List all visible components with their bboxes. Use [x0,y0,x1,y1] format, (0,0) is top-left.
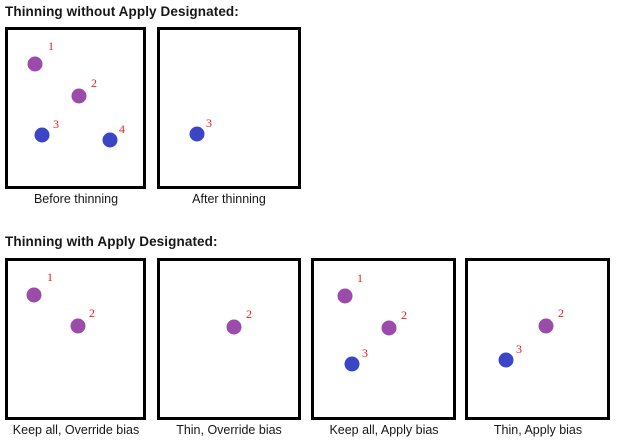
designated-point-dot [70,318,86,334]
panel-canvas [314,261,453,417]
panel-after-thinning [157,27,301,189]
panel-thin-apply-bias [465,258,610,420]
designated-point-dot [538,318,554,334]
point-label: 2 [91,76,97,90]
panel-canvas [8,30,143,186]
panel-thin-override-bias [157,258,301,420]
panel-caption-thin-override-bias: Thin, Override bias [176,423,282,437]
panel-canvas [160,30,298,186]
point-label: 3 [206,116,212,130]
designated-point-dot [226,319,242,335]
normal-point-dot [498,352,514,368]
panel-caption-thin-apply-bias: Thin, Apply bias [493,423,583,437]
panel-canvas [8,261,143,417]
point-label: 1 [47,270,53,284]
panel-caption-keep-all-apply-bias: Keep all, Apply bias [329,423,439,437]
panel-caption-before-thinning: Before thinning [33,192,119,206]
point-label: 1 [357,271,363,285]
point-label: 4 [119,122,125,136]
panel-keep-all-apply-bias [311,258,456,420]
normal-point-dot [344,356,360,372]
normal-point-dot [102,132,118,148]
point-label: 2 [89,306,95,320]
designated-point-dot [381,320,397,336]
designated-point-dot [337,288,353,304]
designated-point-dot [26,287,42,303]
point-label: 3 [516,342,522,356]
section-heading-without-apply-designated: Thinning without Apply Designated: [5,4,239,19]
section-heading-with-apply-designated: Thinning with Apply Designated: [5,234,218,249]
panel-caption-after-thinning: After thinning [192,192,266,206]
normal-point-dot [34,127,50,143]
panel-caption-keep-all-override-bias: Keep all, Override bias [12,423,140,437]
panel-before-thinning [5,27,146,189]
point-label: 3 [362,346,368,360]
point-label: 2 [246,307,252,321]
point-label: 2 [401,308,407,322]
point-label: 1 [48,39,54,53]
panel-canvas [160,261,298,417]
normal-point-dot [189,126,205,142]
point-label: 3 [53,117,59,131]
point-label: 2 [558,306,564,320]
designated-point-dot [27,56,43,72]
designated-point-dot [71,88,87,104]
panel-keep-all-override-bias [5,258,146,420]
panel-canvas [468,261,607,417]
